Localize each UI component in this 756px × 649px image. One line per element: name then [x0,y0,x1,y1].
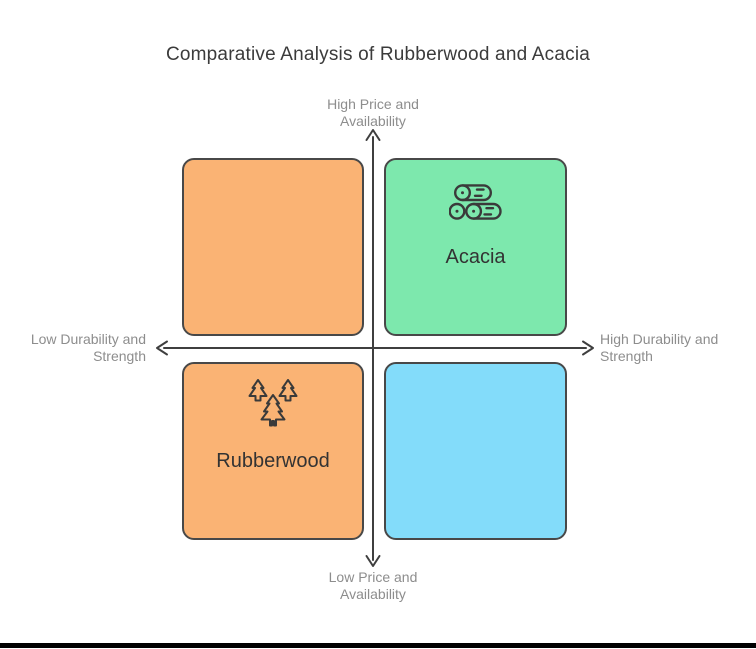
axis-label-bottom-line2: Availability [340,586,406,602]
pine-trees-icon [184,378,362,428]
axis-label-left-line2: Strength [93,348,146,364]
axis-label-bottom-line1: Low Price and [328,569,418,585]
axis-label-right: High Durability and Strength [600,331,740,365]
arrowhead-up-icon [365,129,381,141]
axis-label-right-line1: High Durability and [600,331,719,347]
axis-label-right-line2: Strength [600,348,653,364]
axis-label-top-line2: Availability [340,113,406,129]
quadrant-top-right: Acacia [384,158,567,336]
page-title: Comparative Analysis of Rubberwood and A… [165,44,591,65]
arrowhead-left-icon [156,340,168,356]
quadrant-top-left [182,158,364,336]
quadrant-bottom-left: Rubberwood [182,362,364,540]
axis-label-top-line1: High Price and [327,96,419,112]
bottom-bar [0,643,756,648]
axis-label-top: High Price and Availability [263,96,483,130]
axis-label-bottom: Low Price and Availability [263,569,483,603]
quadrant-bottom-right [384,362,567,540]
axis-label-left: Low Durability and Strength [16,331,146,365]
arrowhead-right-icon [582,340,594,356]
quadrant-label-rubberwood: Rubberwood [216,450,330,472]
arrowhead-down-icon [365,555,381,567]
quadrant-label-acacia: Acacia [445,246,506,268]
logs-icon [386,183,565,221]
axis-label-left-line1: Low Durability and [30,331,146,347]
